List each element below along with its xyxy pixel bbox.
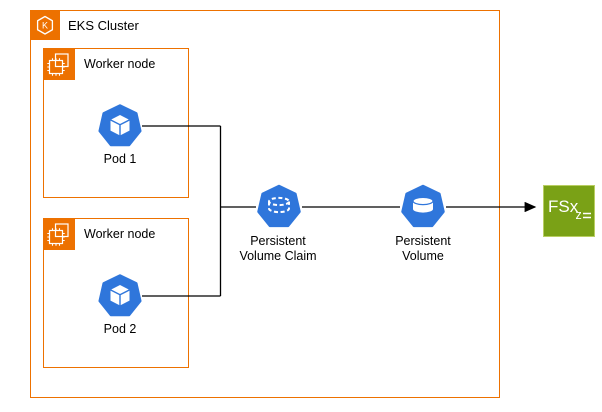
persistent-volume-icon (401, 184, 445, 228)
fsx-icon-subscript: z (576, 208, 582, 222)
eks-cluster-icon: K (30, 10, 60, 40)
worker-node-1-label: Worker node (84, 57, 156, 71)
fsx-icon-equals-lines (583, 212, 591, 219)
eks-cluster-label: EKS Cluster (68, 17, 139, 33)
pod-2-label: Pod 2 (103, 322, 137, 336)
pod-1-label: Pod 1 (103, 152, 137, 166)
pv-label-line2: Volume (402, 249, 444, 264)
pod-icon (98, 104, 142, 147)
worker-node-2-label: Worker node (84, 227, 156, 241)
worker-node-icon (43, 48, 75, 80)
fsx-openzfs-icon: FSx z (543, 185, 595, 237)
worker-node-icon (43, 218, 75, 250)
persistent-volume-claim-label: Persistent Volume Claim (228, 234, 328, 265)
pv-label-line1: Persistent (395, 234, 451, 248)
eks-cluster-group-box (30, 10, 500, 398)
pvc-label-line2: Volume Claim (239, 249, 317, 264)
pod-icon (98, 274, 142, 317)
pvc-label-line1: Persistent (250, 234, 306, 248)
persistent-volume-claim-icon (257, 184, 301, 228)
eks-icon-letter: K (42, 21, 48, 31)
worker-node-2-group-box (43, 218, 189, 368)
persistent-volume-label: Persistent Volume (373, 234, 473, 265)
fsx-icon-text: FSx (548, 197, 579, 216)
worker-node-1-group-box (43, 48, 189, 198)
